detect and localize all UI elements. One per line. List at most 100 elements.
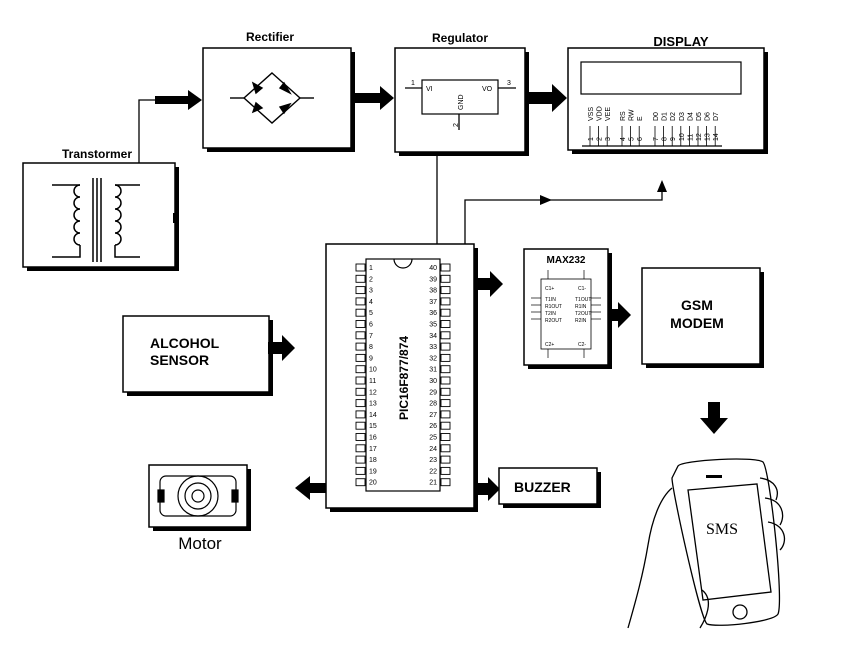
lcd-pin-number: 10 [679,133,686,141]
arrow-mcu-display-up [657,180,667,192]
mcu-pin-left-number: 19 [369,468,377,475]
mcu-pin-right-number: 37 [429,299,437,306]
mcu-pin-right-number: 32 [429,355,437,362]
lcd-pin-number: 6 [637,137,644,141]
mcu-pin-right-number: 39 [429,276,437,283]
lcd-pin-label: VDD [597,106,604,121]
mcu-pin-left [355,444,366,453]
lcd-pin-label: E [637,116,644,121]
arrow-regulator-display [528,84,567,112]
mcu-pin-left [355,353,366,362]
display-label: DISPLAY [653,34,708,49]
mcu-pin-right [440,342,451,351]
mcu-pin-left-number: 18 [369,457,377,464]
mcu-pin-right [440,297,451,306]
lcd-pin-header: VSS1VDD2VEE3RS4RW5E6D07D18D29D310D411D51… [588,106,720,146]
mcu-pin-left-number: 3 [369,288,373,295]
mcu-pin-right [440,274,451,283]
mcu-pin-right [440,399,451,408]
mcu-pin-right [440,466,451,475]
mcu-pin-right [440,263,451,272]
mcu-pin-left [355,410,366,419]
mcu-pin-right [440,353,451,362]
lcd-pin-label: D1 [662,112,669,121]
regulator-pin-gnd-number: 2 [453,123,460,127]
lcd-pin-number: 13 [705,133,712,141]
mcu-pin-right [440,444,451,453]
regulator-pin-gnd: GND [458,94,465,110]
mcu-pin-left [355,399,366,408]
lcd-pin-number: 5 [629,137,636,141]
mcu-pin-left-number: 14 [369,412,377,419]
mcu-pin-left-number: 7 [369,333,373,340]
regulator-pin-in-number: 1 [411,80,415,87]
mcu-pin-left [355,297,366,306]
lcd-pin-label: D6 [705,112,712,121]
arrow-mcu-motor [295,476,326,500]
lcd-display-block: DISPLAY VSS1VDD2VEE3RS4RW5E6D07D18D29D31… [567,34,768,154]
mcu-pin-left-number: 15 [369,423,377,430]
max232-pin-r2in: R2IN [575,318,587,324]
mcu-pin-right [440,331,451,340]
mcu-pin-right-number: 35 [429,322,437,329]
mcu-label: PIC16F877/874 [397,336,411,420]
max232-pin-c2m: C2- [578,342,586,348]
mcu-pin-right-number: 29 [429,389,437,396]
mcu-pin-left [355,263,366,272]
mcu-pin-right [440,320,451,328]
arrow-mcu-max232 [476,271,503,297]
lcd-pin-label: VEE [605,107,612,121]
lcd-pin-label: D2 [670,112,677,121]
lcd-pin-label: D4 [687,112,694,121]
phone-in-hand-icon: SMS [627,458,786,629]
mcu-pin-left [355,365,366,374]
lcd-pin-number: 14 [713,133,720,141]
mcu-pin-left [355,455,366,464]
arrow-rectifier-regulator [354,86,394,110]
mcu-pin-right-number: 34 [429,333,437,340]
transformer-label: Transtormer [62,147,132,161]
mcu-pin-left-number: 20 [369,480,377,487]
mcu-pin-right-number: 23 [429,457,437,464]
max232-pin-t2in: T2IN [545,311,556,317]
lcd-pin-number: 9 [670,137,677,141]
mcu-pin-left-number: 5 [369,310,373,317]
transformer-block: Transtormer [22,147,179,271]
mcu-pin-right-number: 28 [429,401,437,408]
arrow-mcu-display-right [540,195,552,205]
motor-label: Motor [178,534,222,553]
mcu-pin-left [355,466,366,475]
regulator-chip [421,79,499,115]
mcu-pin-right-number: 21 [429,480,437,487]
lcd-pin-number: 12 [696,133,703,141]
mcu-pin-left [355,387,366,396]
lcd-pin-number: 3 [605,137,612,141]
lcd-pin-label: D7 [713,112,720,121]
arrow-max232-gsm [608,302,631,328]
mcu-pin-left [355,308,366,317]
arrow-mcu-buzzer [476,477,500,501]
mcu-pin-left [355,320,366,328]
mcu-pin-right [440,455,451,464]
regulator-pin-out-number: 3 [507,80,511,87]
gsm-modem-block: GSM MODEM [641,267,764,368]
gsm-label-1: GSM [681,297,713,313]
mcu-pin-right [440,376,451,385]
lcd-pin-number: 4 [620,137,627,141]
mcu-pin-right [440,478,451,487]
buzzer-label: BUZZER [514,479,571,495]
regulator-pin-out: VO [482,86,493,93]
lcd-pin-label: D3 [679,112,686,121]
mcu-pin-left-number: 1 [369,265,373,272]
mcu-pin-right [440,308,451,317]
arrow-gsm-phone [700,402,728,434]
max232-pin-r1in: R1IN [575,304,587,310]
motor-icon [157,475,239,517]
lcd-pin-number: 11 [687,134,694,141]
max232-pin-t1in: T1IN [545,297,556,303]
mcu-pin-left [355,274,366,283]
max232-label: MAX232 [547,255,586,266]
